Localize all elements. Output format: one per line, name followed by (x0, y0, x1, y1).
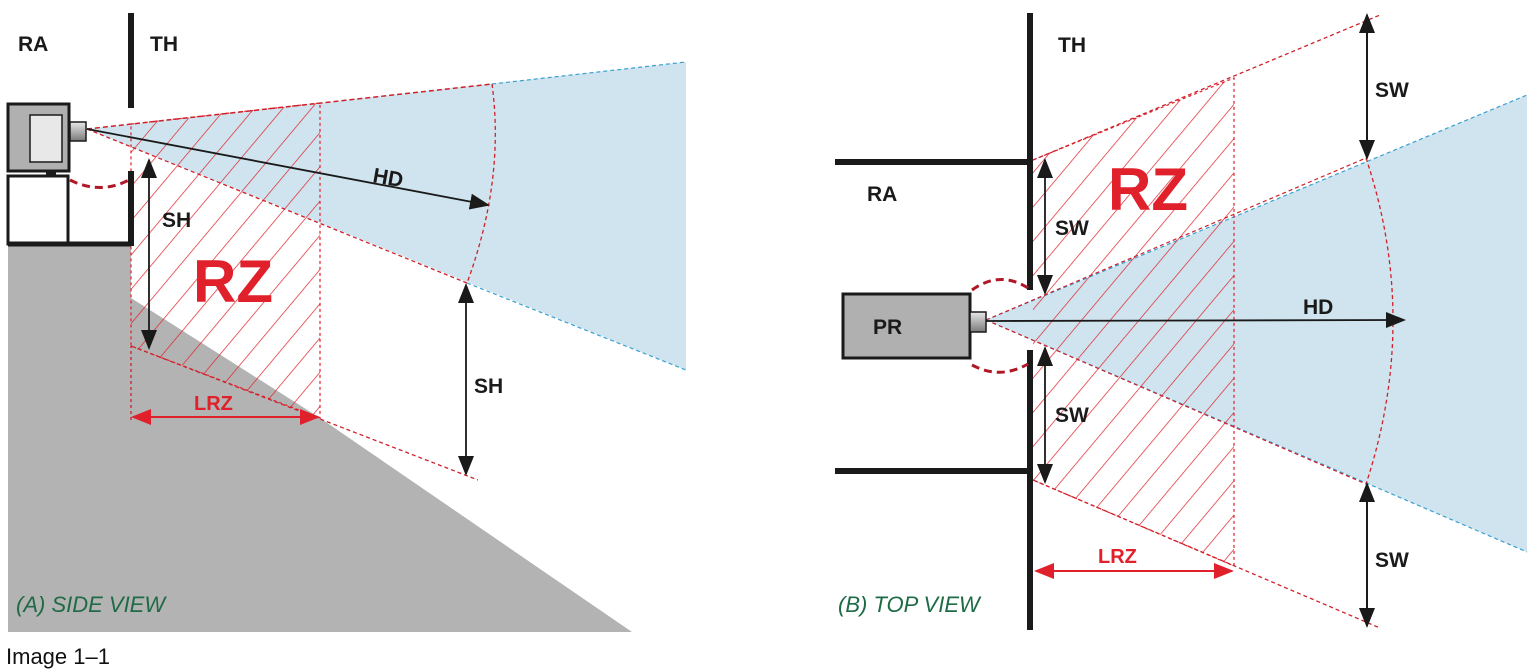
figure-caption: Image 1–1 (6, 644, 110, 669)
projector-panel (29, 114, 63, 163)
side-view-title: (A) SIDE VIEW (16, 592, 167, 617)
label-ra: RA (18, 33, 48, 56)
projector-lens (69, 121, 87, 142)
top-label-ra: RA (867, 183, 897, 206)
top-label-sw-lower-right: SW (1375, 549, 1409, 572)
top-clearance-arc-lower (971, 362, 1029, 374)
top-label-rz: RZ (1108, 156, 1188, 223)
beam-extent-bottom (86, 128, 468, 284)
label-hd: HD (371, 164, 405, 192)
hd-arc (466, 83, 496, 284)
top-view-title: (B) TOP VIEW (838, 592, 982, 617)
restricted-zone-hatch (131, 103, 320, 418)
top-restricted-zone-outline (1032, 77, 1235, 567)
top-label-th: TH (1058, 34, 1086, 57)
label-th: TH (150, 33, 178, 56)
top-beam-red-bottom (985, 319, 1367, 485)
top-label-hd: HD (1303, 296, 1333, 319)
beam-extent-top (86, 83, 493, 130)
label-lrz: LRZ (194, 393, 233, 415)
top-projector-lens (969, 311, 987, 333)
hd-arrow (86, 128, 490, 210)
top-clearance-arc-upper (971, 278, 1029, 292)
top-projector-body (841, 292, 972, 360)
projector-stand (6, 174, 70, 246)
clearance-arc (69, 178, 130, 189)
label-sh-upper: SH (162, 209, 191, 232)
top-label-sw-upper-left: SW (1055, 217, 1089, 240)
top-label-sw-upper-right: SW (1375, 79, 1409, 102)
label-sh-lower: SH (474, 375, 503, 398)
top-label-pr: PR (873, 316, 902, 339)
projector-foot (46, 171, 56, 176)
top-hd-arrow (985, 312, 1406, 329)
top-hd-arc (1365, 157, 1394, 485)
top-view: TH RA PR SW SW SW SW HD RZ LRZ (B) TOP V… (835, 12, 1528, 630)
beam-edge-bottom (466, 282, 687, 371)
top-beam-red-top (985, 157, 1367, 321)
top-label-sw-lower-left: SW (1055, 404, 1089, 427)
top-restricted-zone-hatch (1033, 78, 1234, 566)
top-projection-beam (986, 95, 1527, 552)
label-rz: RZ (193, 248, 273, 315)
beam-edge-top (491, 61, 687, 85)
side-view: RA TH SH SH HD RZ LRZ (A) SIDE VIEW (6, 13, 687, 632)
top-label-lrz: LRZ (1098, 546, 1137, 568)
